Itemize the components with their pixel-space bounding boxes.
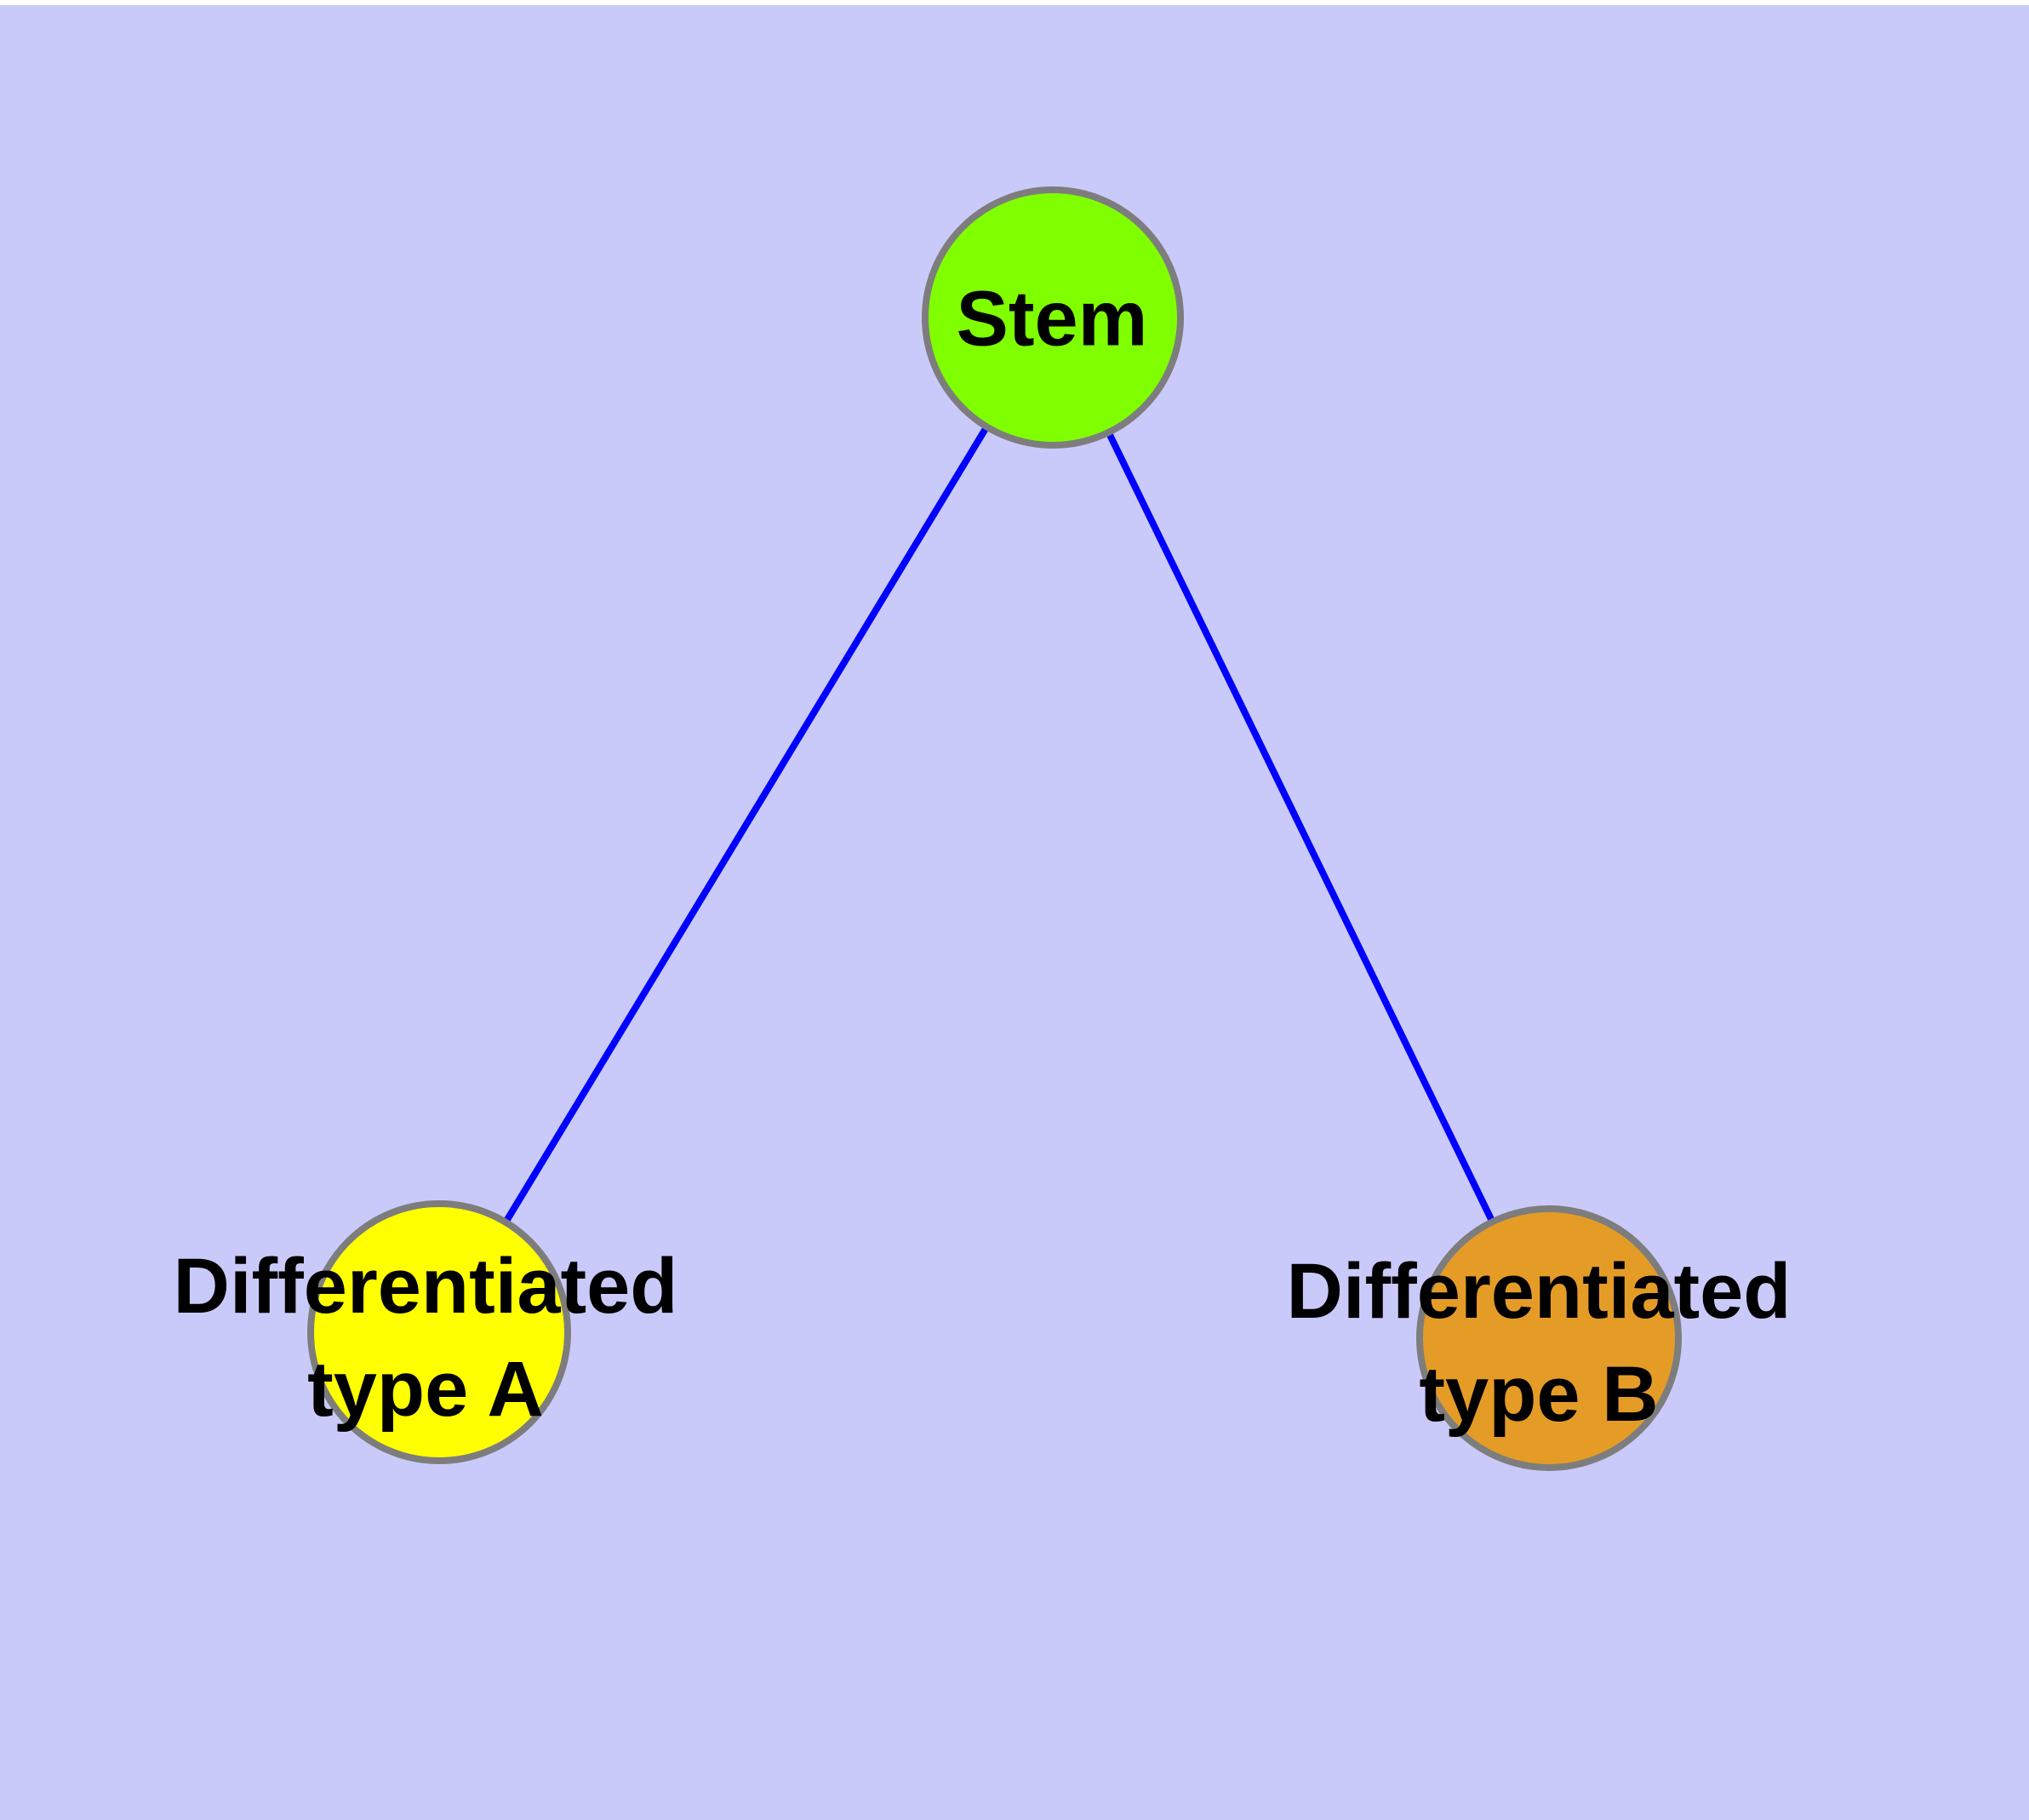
node-label-text: Stem	[956, 275, 1148, 363]
node-label-stem: Stem	[957, 268, 1148, 371]
node-differentiated-type-b	[1416, 1205, 1682, 1471]
node-label-differentiated-type-b: Differentiated type B	[1287, 1240, 1792, 1446]
edge-stem-to-type-b	[1049, 316, 1552, 1340]
edge-stem-to-type-a	[436, 315, 1056, 1335]
node-label-text-line1: Differentiated	[173, 1243, 678, 1330]
node-stem	[922, 186, 1184, 449]
node-label-text-line1: Differentiated	[1286, 1248, 1792, 1335]
node-differentiated-type-a	[307, 1200, 571, 1464]
node-label-text-line2: type A	[307, 1346, 544, 1433]
node-label-text-line2: type B	[1419, 1351, 1659, 1438]
node-label-differentiated-type-a: Differentiated type A	[174, 1235, 678, 1441]
